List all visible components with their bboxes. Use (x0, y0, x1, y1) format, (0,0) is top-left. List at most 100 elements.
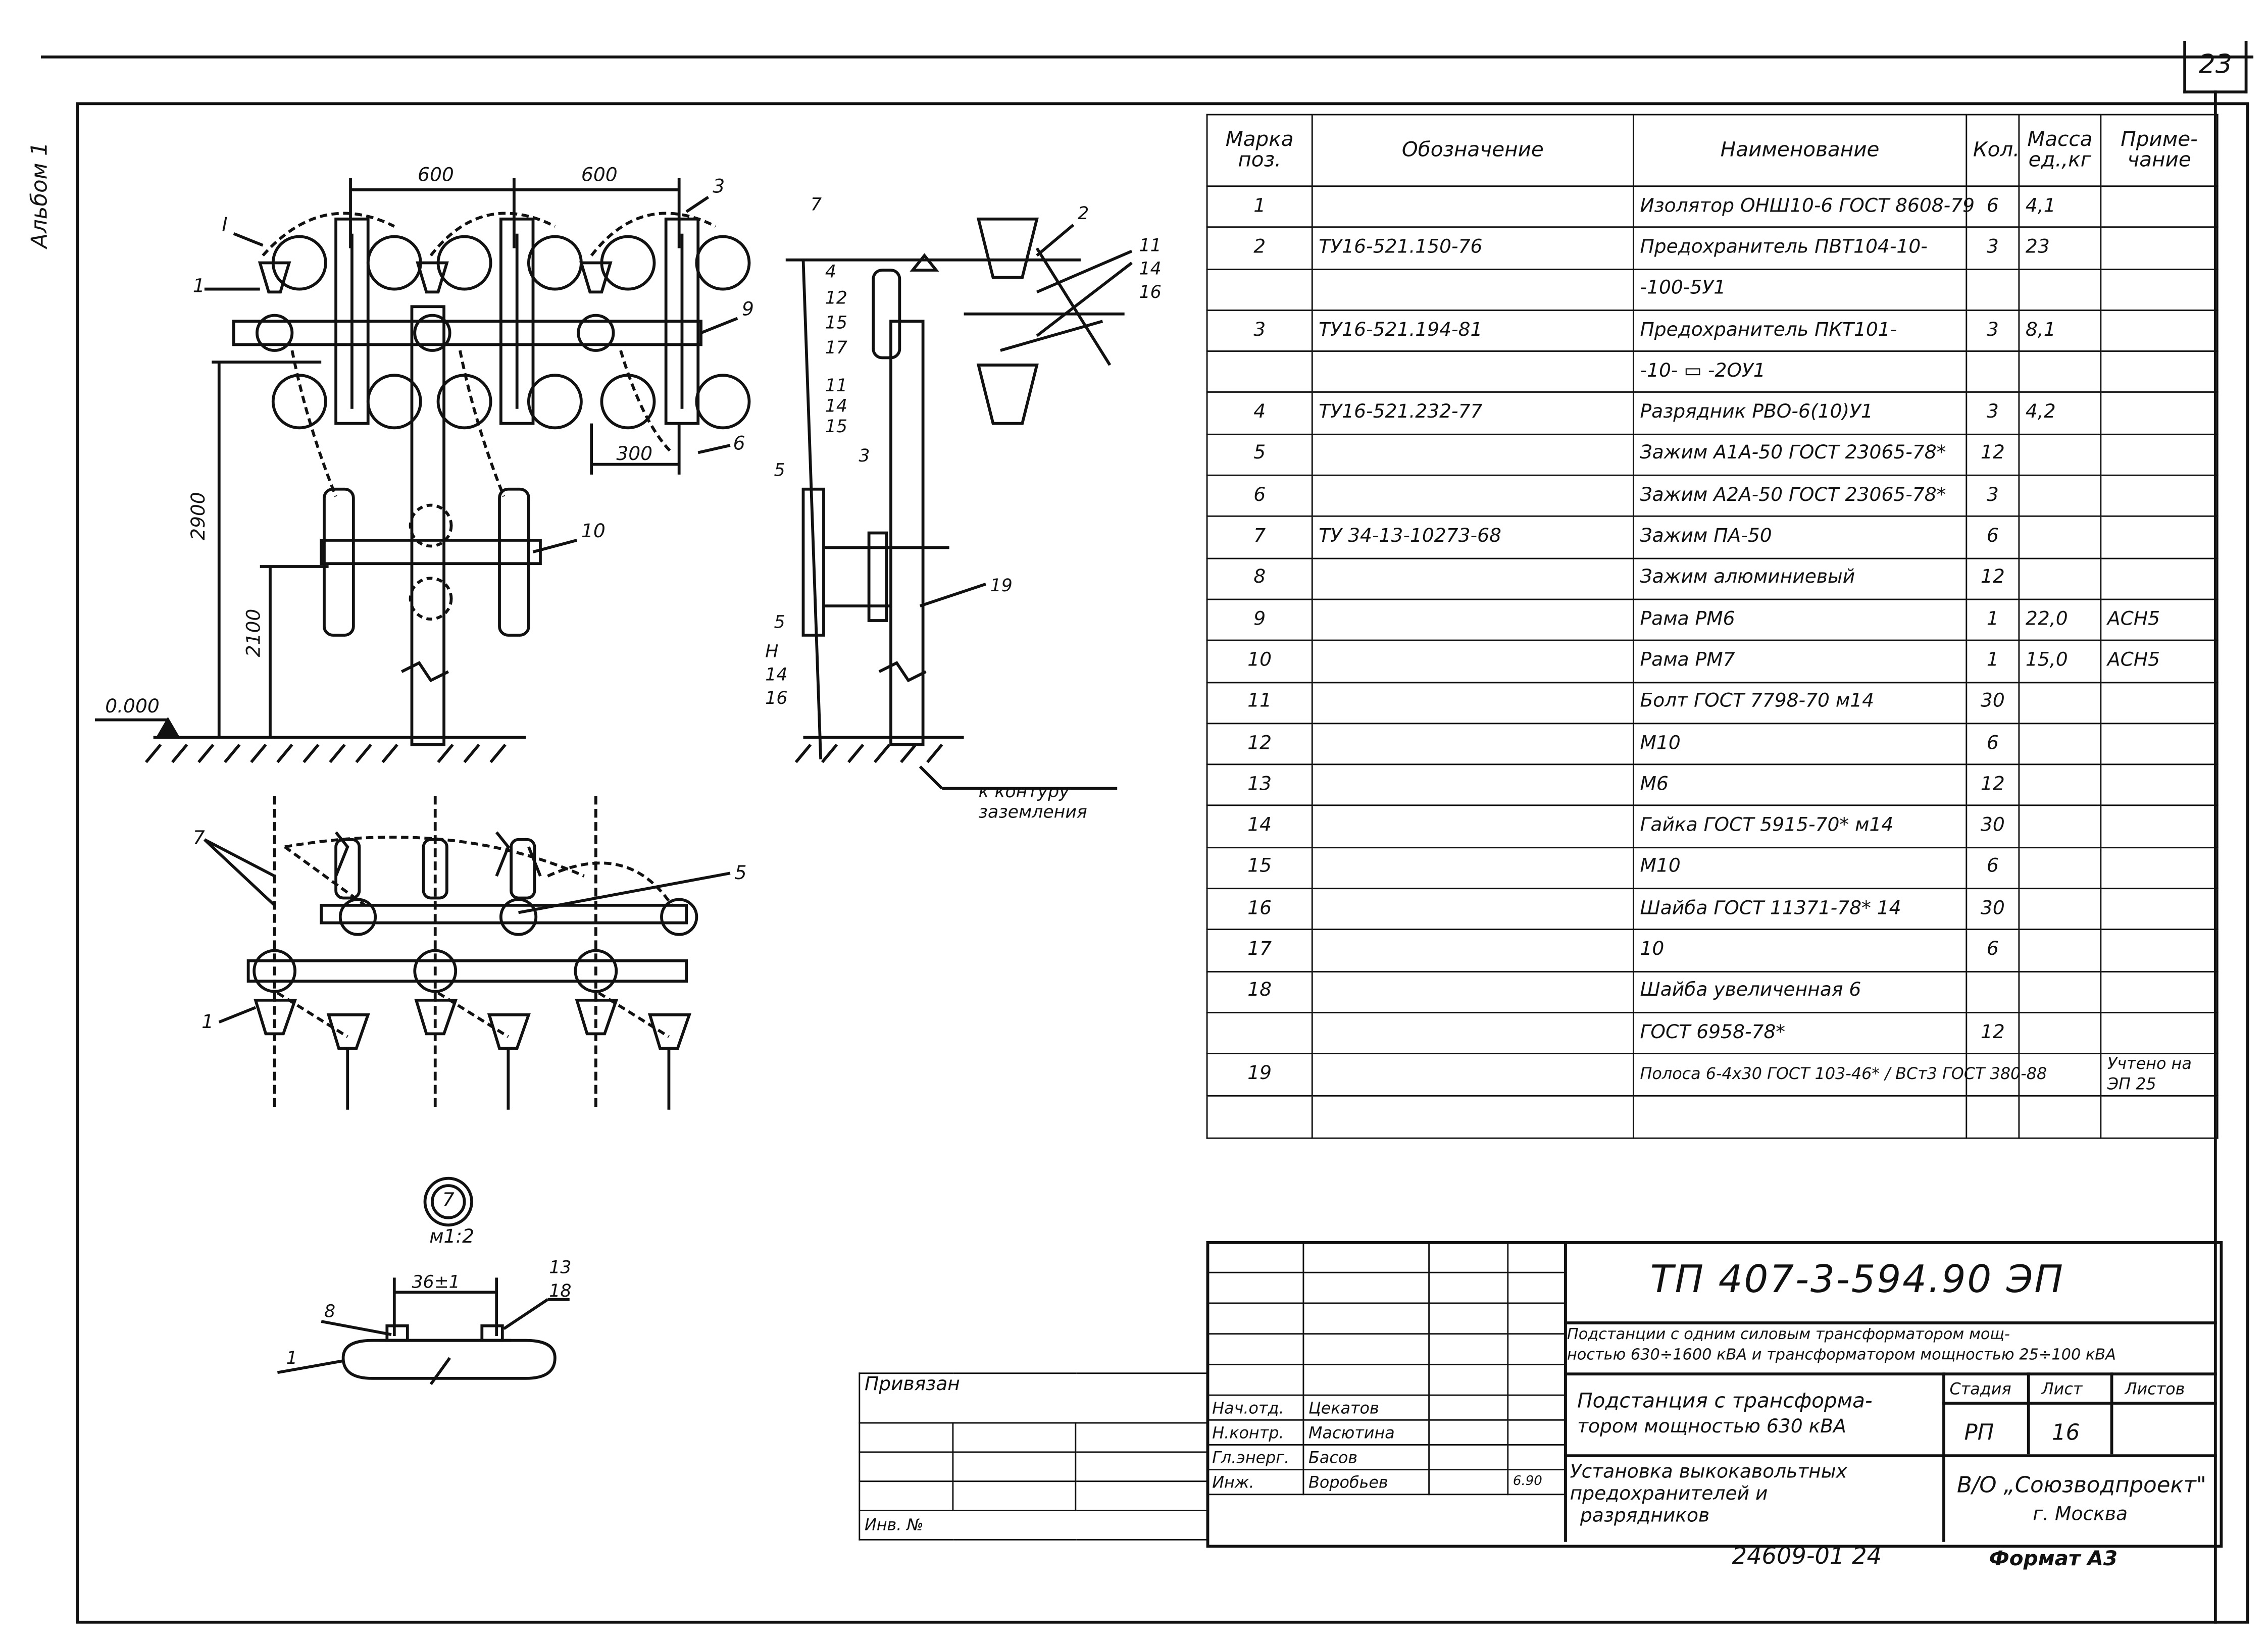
spec-cell-note: АСН5 (2100, 598, 2219, 642)
spec-cell-qty: 30 (1965, 805, 2020, 848)
spec-cell-designation (1311, 1053, 1634, 1097)
spec-cell-mark: 14 (1206, 805, 1313, 848)
role-2: Н.контр. (1206, 1419, 1304, 1446)
drawing-title-2: предохранителей и (1570, 1483, 1768, 1506)
spec-cell-mark: 13 (1206, 763, 1313, 807)
spec-cell-name: М10 (1633, 723, 1968, 765)
spec-cell-mark: 16 (1206, 888, 1313, 931)
dim-300: 300 (616, 442, 652, 465)
side-callout-12: 12 (825, 288, 847, 308)
specification-table: Марка поз. Обозначение Наименование Кол.… (1206, 114, 2219, 1139)
side-callout-16c: 16 (765, 688, 787, 708)
spec-cell-name: ГОСТ 6958-78* (1633, 1011, 1968, 1055)
tb-vrule-2 (1942, 1372, 1945, 1542)
spec-cell-mass: 23 (2018, 227, 2102, 270)
tb-rule-1 (1564, 1321, 2217, 1324)
spec-cell-mark: 4 (1206, 392, 1313, 435)
spec-row: -100-5У1 (1206, 268, 2219, 311)
spec-cell-qty: 30 (1965, 888, 2020, 931)
spec-cell-qty: 6 (1965, 516, 2020, 559)
spec-cell-mark (1206, 268, 1313, 311)
side-callout-14a: 14 (1139, 259, 1162, 279)
spec-cell-qty: 6 (1965, 846, 2020, 890)
tb-rule-2 (1564, 1372, 2217, 1375)
spec-cell-mass: 4,1 (2018, 185, 2102, 228)
spec-cell-designation (1311, 1011, 1634, 1055)
org-name: В/О „Союзводпроект" (1957, 1471, 2206, 1498)
front-callout-10: 10 (581, 520, 606, 542)
name-3: Басов (1302, 1444, 1430, 1471)
spec-cell-note (2100, 929, 2219, 972)
dim-2100: 2100 (242, 609, 265, 657)
spec-cell-designation (1311, 846, 1634, 890)
spec-cell-qty: 12 (1965, 433, 2020, 476)
spec-cell-note (2100, 350, 2219, 394)
detail-mark-circle: 7 (423, 1176, 473, 1227)
signature-row-3: Гл.энерг.Басов (1206, 1444, 1566, 1471)
spec-cell-note (2100, 846, 2219, 890)
side-callout-15b: 15 (825, 417, 847, 437)
side-callout-15: 15 (825, 313, 847, 333)
spec-cell-name: -10- ▭ -2ОУ1 (1633, 350, 1968, 394)
front-callout-1: 1 (193, 274, 205, 296)
spec-cell-designation: ТУ16-521.194-81 (1311, 309, 1634, 352)
spec-cell-note (2100, 392, 2219, 435)
spec-cell-qty: 3 (1965, 475, 2020, 518)
project-line-1: Подстанции с одним силовым трансформатор… (1567, 1325, 2010, 1344)
spec-cell-mass (2018, 350, 2102, 394)
name-2: Масютина (1302, 1419, 1430, 1446)
spec-cell-note (2100, 805, 2219, 848)
level-0000: 0.000 (105, 695, 160, 717)
spec-cell-qty: 6 (1965, 723, 2020, 765)
spec-cell-qty: 3 (1965, 227, 2020, 270)
spec-cell-mark: 15 (1206, 846, 1313, 890)
tb-rule-4 (1942, 1402, 2217, 1404)
spec-cell-mass (2018, 888, 2102, 931)
spec-cell-note (2100, 475, 2219, 518)
spec-header-note: Приме-чание (2100, 114, 2219, 187)
ground-note-1: к контуру (979, 782, 1070, 802)
spec-cell-mark (1206, 1095, 1313, 1139)
side-callout-7: 7 (811, 194, 822, 215)
spec-header-mark: Марка поз. (1206, 114, 1313, 187)
spec-row (1206, 1095, 2219, 1139)
detail-dim: 36±1 (412, 1272, 460, 1293)
spec-cell-designation: ТУ16-521.150-76 (1311, 227, 1634, 270)
spec-cell-name: Разрядник РВО-6(10)У1 (1633, 392, 1968, 435)
spec-cell-mass (2018, 1053, 2102, 1097)
spec-header-mass: Масса ед.,кг (2018, 114, 2102, 187)
dim-600-left: 600 (418, 164, 454, 186)
spec-cell-note (2100, 723, 2219, 765)
spec-cell-name: Зажим ПА-50 (1633, 516, 1968, 559)
spec-cell-qty: 1 (1965, 598, 2020, 642)
spec-cell-note (2100, 1095, 2219, 1139)
spec-row: -10- ▭ -2ОУ1 (1206, 350, 2219, 394)
detail-callout-18: 18 (549, 1281, 571, 1301)
spec-cell-note (2100, 227, 2219, 270)
spec-cell-designation (1311, 475, 1634, 518)
side-callout-5b: 5 (774, 612, 785, 632)
side-callout-H: H (765, 641, 778, 661)
sheet-value: 16 (2051, 1419, 2080, 1446)
spec-cell-mass (2018, 516, 2102, 559)
spec-cell-name: Изолятор ОНШ10-6 ГОСТ 8608-79 (1633, 185, 1975, 228)
spec-header-name: Наименование (1633, 114, 1968, 187)
spec-cell-designation (1311, 805, 1634, 848)
spec-cell-designation: ТУ 34-13-10273-68 (1311, 516, 1634, 559)
side-callout-14b: 14 (825, 396, 847, 416)
spec-cell-designation (1311, 888, 1634, 931)
stage-value: РП (1964, 1419, 1994, 1446)
spec-cell-mark: 12 (1206, 723, 1313, 765)
spec-cell-qty (1965, 268, 2020, 311)
spec-cell-designation (1311, 970, 1634, 1013)
spec-cell-mass (2018, 681, 2102, 724)
spec-cell-name: М6 (1633, 763, 1968, 807)
